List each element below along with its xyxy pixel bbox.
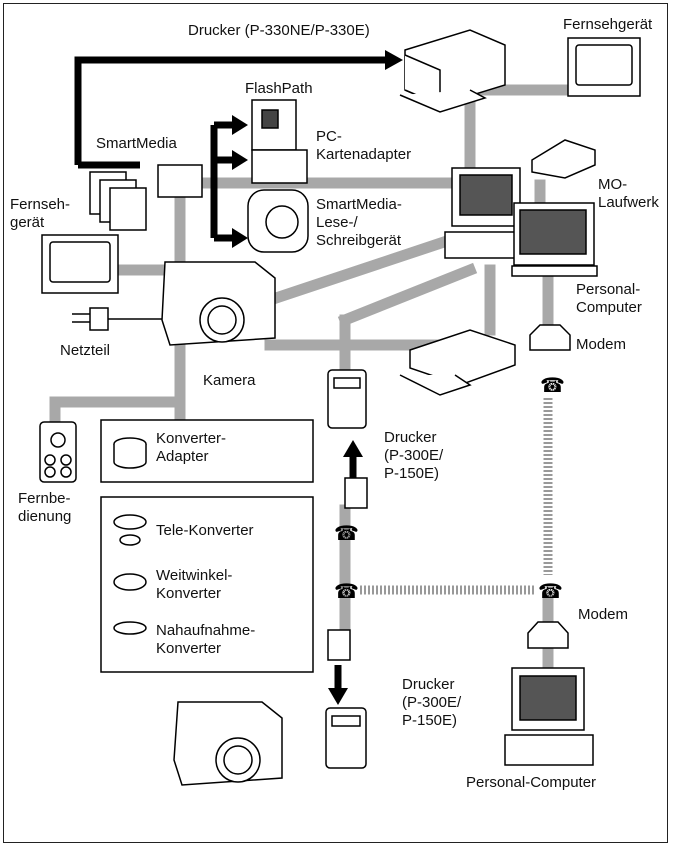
- tv-top-icon: [567, 37, 641, 97]
- pc-adapter-label: PC- Kartenadapter: [316, 128, 412, 163]
- remote-label: Fernbe- dienung: [18, 490, 72, 525]
- printer-bottom-label: Drucker (P-300E/ P-150E): [402, 676, 462, 729]
- tv-top-label: Fernsehgerät: [563, 16, 653, 33]
- flashpath-label: FlashPath: [245, 80, 313, 97]
- computer-top-icon: [444, 167, 598, 277]
- black-arrows: [74, 56, 385, 690]
- modem-bottom-label: Modem: [578, 606, 629, 623]
- phone-right-icon: ☎: [538, 581, 563, 603]
- modem-bottom-icon: [527, 621, 569, 649]
- printer-mid-label: Drucker (P-300E/ P-150E): [384, 429, 444, 482]
- tele-converter-icon: [113, 514, 147, 546]
- power-adapter-label: Netzteil: [60, 342, 111, 359]
- closeup-converter-icon: [113, 621, 147, 635]
- closeup-converter-label: Nahaufnahme- Konverter: [156, 622, 256, 657]
- remote-icon: [39, 421, 77, 483]
- personal-computer-top-label: Personal- Computer: [576, 281, 642, 316]
- converter-adapter-icon: [113, 437, 147, 469]
- smartmedia-cards-icon: [89, 164, 203, 231]
- diagram-frame: [3, 3, 668, 843]
- tele-converter-label: Tele-Konverter: [156, 522, 254, 539]
- phone-device-bottom-icon: [325, 707, 367, 769]
- modem-top-icon: [529, 324, 571, 351]
- phone-mid-icon: ☎: [334, 523, 359, 545]
- power-adapter-icon: [72, 307, 165, 331]
- flashpath-icon: [251, 99, 297, 151]
- computer-bottom-icon: [504, 667, 594, 766]
- smartmedia-reader-label: SmartMedia- Lese-/ Schreibgerät: [316, 196, 402, 249]
- mo-drive-icon: [531, 139, 596, 179]
- arrow-heads: [232, 50, 403, 705]
- camera-label: Kamera: [203, 372, 256, 389]
- wide-converter-icon: [113, 573, 147, 591]
- mo-drive-label: MO- Laufwerk: [598, 176, 659, 211]
- tv-left-label: Fernseh- gerät: [10, 196, 71, 231]
- phone-left-icon: ☎: [334, 581, 359, 603]
- phone-lines: [360, 398, 553, 595]
- smartmedia-label: SmartMedia: [96, 135, 177, 152]
- card-mid-icon: [344, 477, 368, 509]
- printer-top-icon: [399, 29, 506, 113]
- camera-icon: [161, 261, 276, 346]
- tv-left-icon: [41, 234, 119, 294]
- camera-bottom-icon: [173, 701, 283, 786]
- modem-top-label: Modem: [576, 336, 627, 353]
- printer-mid-icon: [399, 329, 516, 396]
- phone-top-icon: ☎: [540, 375, 565, 397]
- personal-computer-bottom-label: Personal-Computer: [466, 774, 597, 791]
- card-bottom-icon: [327, 629, 351, 661]
- converter-adapter-label: Konverter- Adapter: [156, 430, 227, 465]
- wide-converter-label: Weitwinkel- Konverter: [156, 567, 233, 602]
- phone-device-mid-icon: [327, 369, 367, 429]
- pc-card-adapter-icon: [251, 149, 308, 184]
- smartmedia-reader-icon: [247, 189, 309, 253]
- printer-top-label: Drucker (P-330NE/P-330E): [188, 22, 370, 39]
